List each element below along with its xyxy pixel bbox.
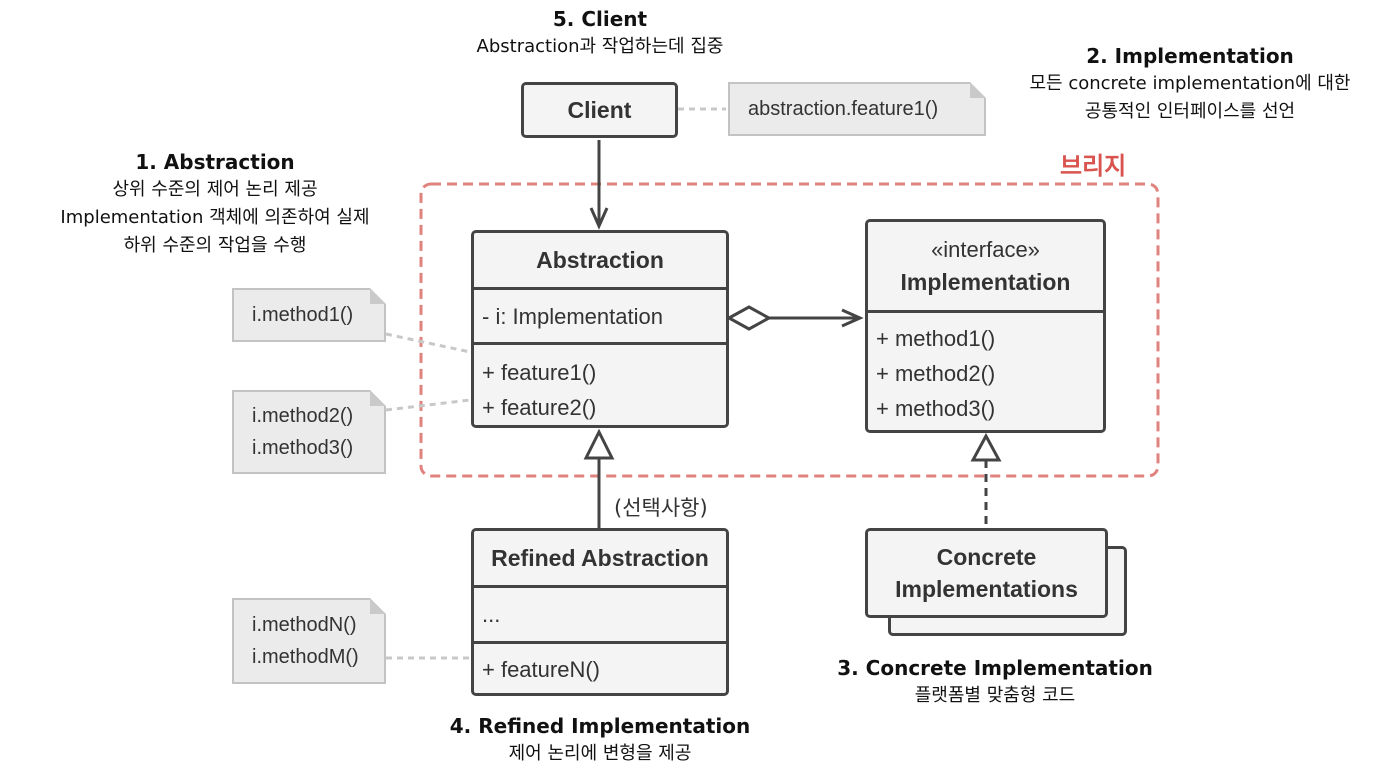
feature1-note-text: i.method1() <box>252 304 354 326</box>
refined-note-line1: i.methodN() <box>252 614 357 636</box>
feature1-note-connector <box>385 332 471 354</box>
implementation-methods: + method1() + method2() + method3() <box>868 310 1103 426</box>
implementation-method-2: + method2() <box>876 361 996 386</box>
refined-caption-desc: 제어 논리에 변형을 제공 <box>508 743 692 764</box>
concrete-caption: 3. Concrete Implementation 플랫폼별 맞춤형 코드 <box>830 654 1160 710</box>
realization-triangle <box>970 432 1002 462</box>
implementation-interface-box[interactable]: «interface» Implementation + method1() +… <box>865 219 1106 433</box>
optional-label: (선택사항) <box>614 496 708 520</box>
abstraction-caption-desc1: 상위 수준의 제어 논리 제공 <box>112 179 318 200</box>
inheritance-triangle <box>583 428 615 460</box>
client-caption-desc: Abstraction과 작업하는데 집중 <box>476 36 724 57</box>
refined-caption: 4. Refined Implementation 제어 논리에 변형을 제공 <box>430 712 770 768</box>
refined-abstraction-field: ... <box>482 602 501 627</box>
note-fold-icon <box>370 598 386 614</box>
refined-abstraction-methods: + featureN() <box>474 641 726 687</box>
client-caption: 5. Client Abstraction과 작업하는데 집중 <box>430 5 770 61</box>
refined-abstraction-class-box[interactable]: Refined Abstraction ... + featureN() <box>471 528 729 696</box>
note-fold-icon <box>370 390 386 406</box>
feature1-note: i.method1() <box>232 288 386 342</box>
client-note-text: abstraction.feature1() <box>748 98 939 120</box>
abstraction-class-box[interactable]: Abstraction - i: Implementation + featur… <box>471 230 729 428</box>
implementation-caption-desc2: 공통적인 인터페이스를 선언 <box>1084 101 1296 122</box>
aggregation-diamond <box>725 305 773 331</box>
refined-caption-title: 4. Refined Implementation <box>449 714 751 738</box>
abstraction-fields: - i: Implementation <box>474 287 726 342</box>
abstraction-caption-desc3: 하위 수준의 작업을 수행 <box>123 235 307 256</box>
feature2-note: i.method2() i.method3() <box>232 390 386 474</box>
bridge-label: 브리지 <box>1060 152 1127 180</box>
client-note: abstraction.feature1() <box>728 82 986 136</box>
abstraction-caption: 1. Abstraction 상위 수준의 제어 논리 제공 Implement… <box>20 148 410 260</box>
client-caption-title: 5. Client <box>552 7 648 31</box>
refined-abstraction-method-featureN: + featureN() <box>482 657 600 682</box>
concrete-caption-desc: 플랫폼별 맞춤형 코드 <box>914 685 1076 706</box>
concrete-implementations-line1: Concrete <box>936 544 1037 570</box>
note-fold-icon <box>370 288 386 304</box>
implementation-caption: 2. Implementation 모든 concrete implementa… <box>1000 42 1380 126</box>
concrete-implementations-box[interactable]: Concrete Implementations <box>865 528 1108 618</box>
refined-note: i.methodN() i.methodM() <box>232 598 386 684</box>
refined-abstraction-class-name: Refined Abstraction <box>491 545 709 571</box>
abstraction-method-feature2: + feature2() <box>482 395 597 420</box>
abstraction-caption-desc2: Implementation 객체에 의존하여 실제 <box>60 207 370 228</box>
client-class-name: Client <box>567 97 632 123</box>
note-fold-icon <box>970 82 986 98</box>
implementation-class-name: Implementation <box>900 269 1071 295</box>
abstraction-class-name: Abstraction <box>536 247 664 273</box>
bridge-region <box>419 182 1160 478</box>
abstraction-field-i: - i: Implementation <box>482 303 663 329</box>
implementation-method-1: + method1() <box>876 326 996 351</box>
concrete-caption-title: 3. Concrete Implementation <box>837 656 1153 680</box>
abstraction-caption-title: 1. Abstraction <box>135 150 295 174</box>
feature2-note-connector <box>385 398 471 412</box>
implementation-caption-desc1: 모든 concrete implementation에 대한 <box>1029 73 1351 94</box>
concrete-implementations-line2: Implementations <box>895 576 1078 602</box>
refined-note-line2: i.methodM() <box>252 646 359 668</box>
abstraction-methods: + feature1() + feature2() <box>474 342 726 425</box>
client-class-box[interactable]: Client <box>521 82 678 138</box>
feature2-note-line2: i.method3() <box>252 437 354 459</box>
implementation-caption-title: 2. Implementation <box>1086 44 1294 68</box>
implementation-method-3: + method3() <box>876 396 996 421</box>
implementation-header: «interface» Implementation <box>868 222 1103 310</box>
abstraction-method-feature1: + feature1() <box>482 360 597 385</box>
implementation-stereotype: «interface» <box>931 237 1040 262</box>
refined-abstraction-fields: ... <box>474 585 726 641</box>
concrete-implementations-name: Concrete Implementations <box>868 531 1105 615</box>
feature2-note-line1: i.method2() <box>252 405 354 427</box>
